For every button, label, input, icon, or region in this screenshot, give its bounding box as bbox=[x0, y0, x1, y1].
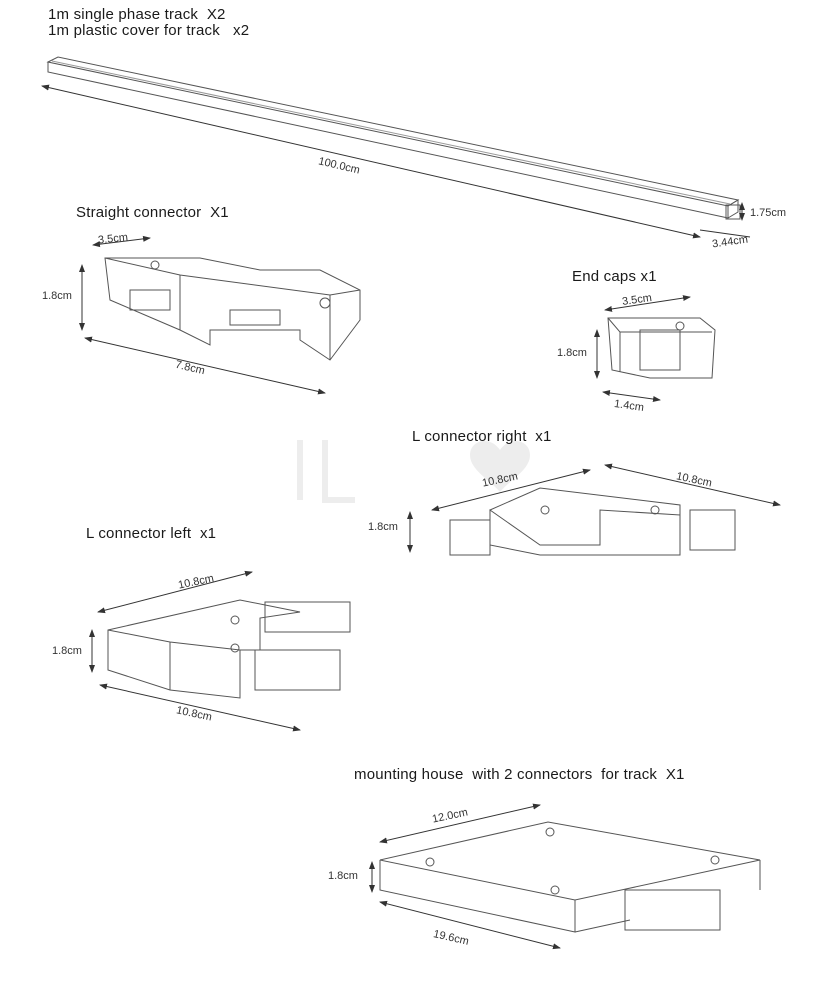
l-connector-left-title: L connector left x1 bbox=[86, 525, 217, 542]
end-caps-height-label: 1.8cm bbox=[557, 347, 587, 359]
l-connector-left-drawing bbox=[107, 599, 351, 699]
straight-connector-drawing bbox=[104, 257, 361, 361]
watermark-logo bbox=[297, 440, 530, 503]
l-connector-right-height-label: 1.8cm bbox=[368, 521, 398, 533]
mounting-house-height-label: 1.8cm bbox=[328, 870, 358, 882]
track-title-line2: 1m plastic cover for track x2 bbox=[48, 22, 250, 39]
end-cap-drawing bbox=[607, 317, 716, 379]
track-drawing bbox=[46, 56, 741, 220]
track-title-line1: 1m single phase track X2 bbox=[48, 6, 226, 23]
l-connector-left-height-label: 1.8cm bbox=[52, 645, 82, 657]
l-connector-right-title: L connector right x1 bbox=[412, 428, 552, 445]
straight-connector-height-label: 1.8cm bbox=[42, 290, 72, 302]
l-connector-right-drawing bbox=[449, 487, 736, 556]
track-height-label: 1.75cm bbox=[750, 207, 787, 219]
mounting-house-title: mounting house with 2 connectors for tra… bbox=[354, 766, 685, 783]
mounting-house-drawing bbox=[379, 821, 761, 933]
straight-connector-title: Straight connector X1 bbox=[76, 204, 229, 221]
end-caps-title: End caps x1 bbox=[572, 268, 657, 285]
